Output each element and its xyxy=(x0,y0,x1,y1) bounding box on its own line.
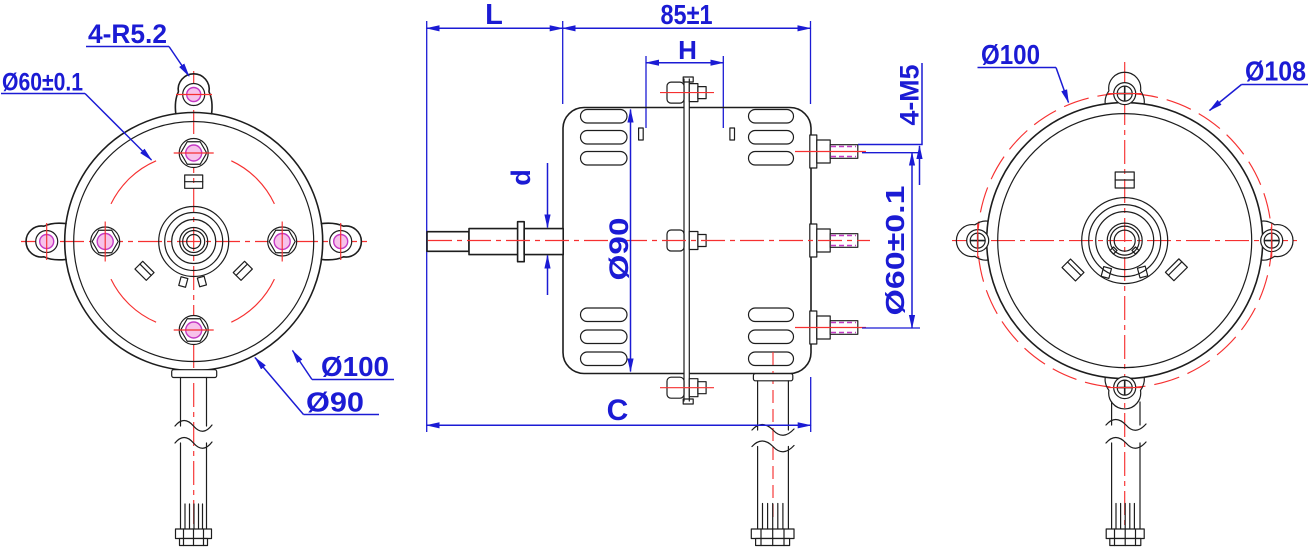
screw-right xyxy=(1260,223,1284,258)
stud-bottom xyxy=(795,310,866,345)
rear-view: Ø100 Ø108 xyxy=(952,39,1308,547)
rear-tab-right xyxy=(1164,258,1188,282)
rear-cable xyxy=(1105,401,1147,547)
front-terminal-block xyxy=(184,174,204,189)
side-cable xyxy=(750,352,795,547)
hex-bolt-right xyxy=(267,221,298,262)
front-cable-collar xyxy=(171,369,218,379)
dim-label-shaft-length: L xyxy=(485,0,503,31)
strap-bolt-top xyxy=(660,81,714,104)
side-extension-lines xyxy=(426,21,812,432)
hex-bolt-top xyxy=(173,137,214,169)
side-cable-strands xyxy=(761,502,784,530)
shaft-flange xyxy=(516,220,525,263)
front-tab-left xyxy=(134,260,155,281)
screw-top xyxy=(1107,81,1142,106)
front-hub-notch-right xyxy=(196,275,208,288)
dim-label-studs: 4-M5 xyxy=(895,65,925,126)
hex-bolt-bottom xyxy=(173,314,214,346)
side-connector xyxy=(750,528,795,547)
side-view: L 85±1 H d Ø90 C 4-M5 Ø60±0.1 xyxy=(425,0,925,547)
dim-label-lug-holes: 4-R5.2 xyxy=(88,19,167,49)
front-hub xyxy=(134,174,253,288)
vent-slots xyxy=(579,108,795,367)
dim-label-front-inner: Ø90 xyxy=(306,387,364,418)
dim-label-bracket-span: H xyxy=(678,35,697,65)
rear-hub-notch-left xyxy=(1100,266,1113,279)
cable-break-line xyxy=(751,440,795,453)
shaft xyxy=(426,220,565,263)
dim-label-body-length: 85±1 xyxy=(661,0,713,30)
dim-label-shaft-dia: d xyxy=(506,169,536,186)
dim-label-front-outer: Ø100 xyxy=(321,351,389,382)
dim-label-bolt-circle: Ø60±0.1 xyxy=(2,69,83,97)
cable-break-line xyxy=(174,419,213,432)
rear-cable-strands xyxy=(1115,502,1136,530)
rear-terminal-block xyxy=(1114,171,1135,189)
side-dimensions: L 85±1 H d Ø90 C 4-M5 Ø60±0.1 xyxy=(425,0,925,429)
bracket-hole-left xyxy=(637,127,644,141)
stud-top xyxy=(795,134,866,169)
rear-screws xyxy=(966,81,1284,400)
front-cable xyxy=(171,369,218,547)
front-connector xyxy=(174,528,213,547)
dim-label-rear-flange: Ø108 xyxy=(1245,56,1306,87)
front-hub-notch-left xyxy=(178,276,189,288)
screw-bottom xyxy=(1107,376,1142,400)
front-bolt-circle-arcs xyxy=(110,160,275,323)
rear-inner-circle xyxy=(997,113,1253,369)
screw-left xyxy=(966,223,990,258)
rear-dimensions: Ø100 Ø108 xyxy=(977,39,1308,112)
rear-hub-notch-right xyxy=(1136,265,1149,279)
front-inner-circle xyxy=(73,120,315,363)
lug-hole-right xyxy=(329,223,353,260)
front-cable-strands xyxy=(184,503,204,530)
studs xyxy=(795,134,866,345)
side-cable-collar xyxy=(752,373,794,382)
dim-label-rear-outer: Ø100 xyxy=(981,39,1040,70)
lug-hole-left xyxy=(35,223,59,260)
front-hex-bolts xyxy=(90,137,298,346)
dim-label-body-dia: Ø90 xyxy=(604,218,634,281)
front-tab-right xyxy=(232,260,253,281)
dim-label-stud-circle: Ø60±0.1 xyxy=(880,186,910,316)
front-dimensions: 4-R5.2 Ø60±0.1 Ø100 Ø90 xyxy=(1,19,394,418)
leader-studs xyxy=(858,63,923,146)
rear-keyway-right xyxy=(1131,246,1140,255)
front-mounting-lugs xyxy=(25,73,363,261)
dim-label-overall-length: C xyxy=(607,394,629,427)
cable-break-line xyxy=(1105,418,1147,431)
front-view: 4-R5.2 Ø60±0.1 Ø100 Ø90 xyxy=(1,19,394,547)
rear-hub xyxy=(1061,171,1188,285)
lug-hole-top xyxy=(176,82,212,107)
rear-screw-ears xyxy=(955,71,1294,410)
rear-keyway-left xyxy=(1109,246,1118,255)
rear-connector xyxy=(1105,528,1145,547)
hex-bolt-left xyxy=(90,221,121,262)
rear-tab-left xyxy=(1061,258,1085,282)
bracket-hole-right xyxy=(729,127,736,141)
strap-bolt-bottom xyxy=(660,376,714,399)
